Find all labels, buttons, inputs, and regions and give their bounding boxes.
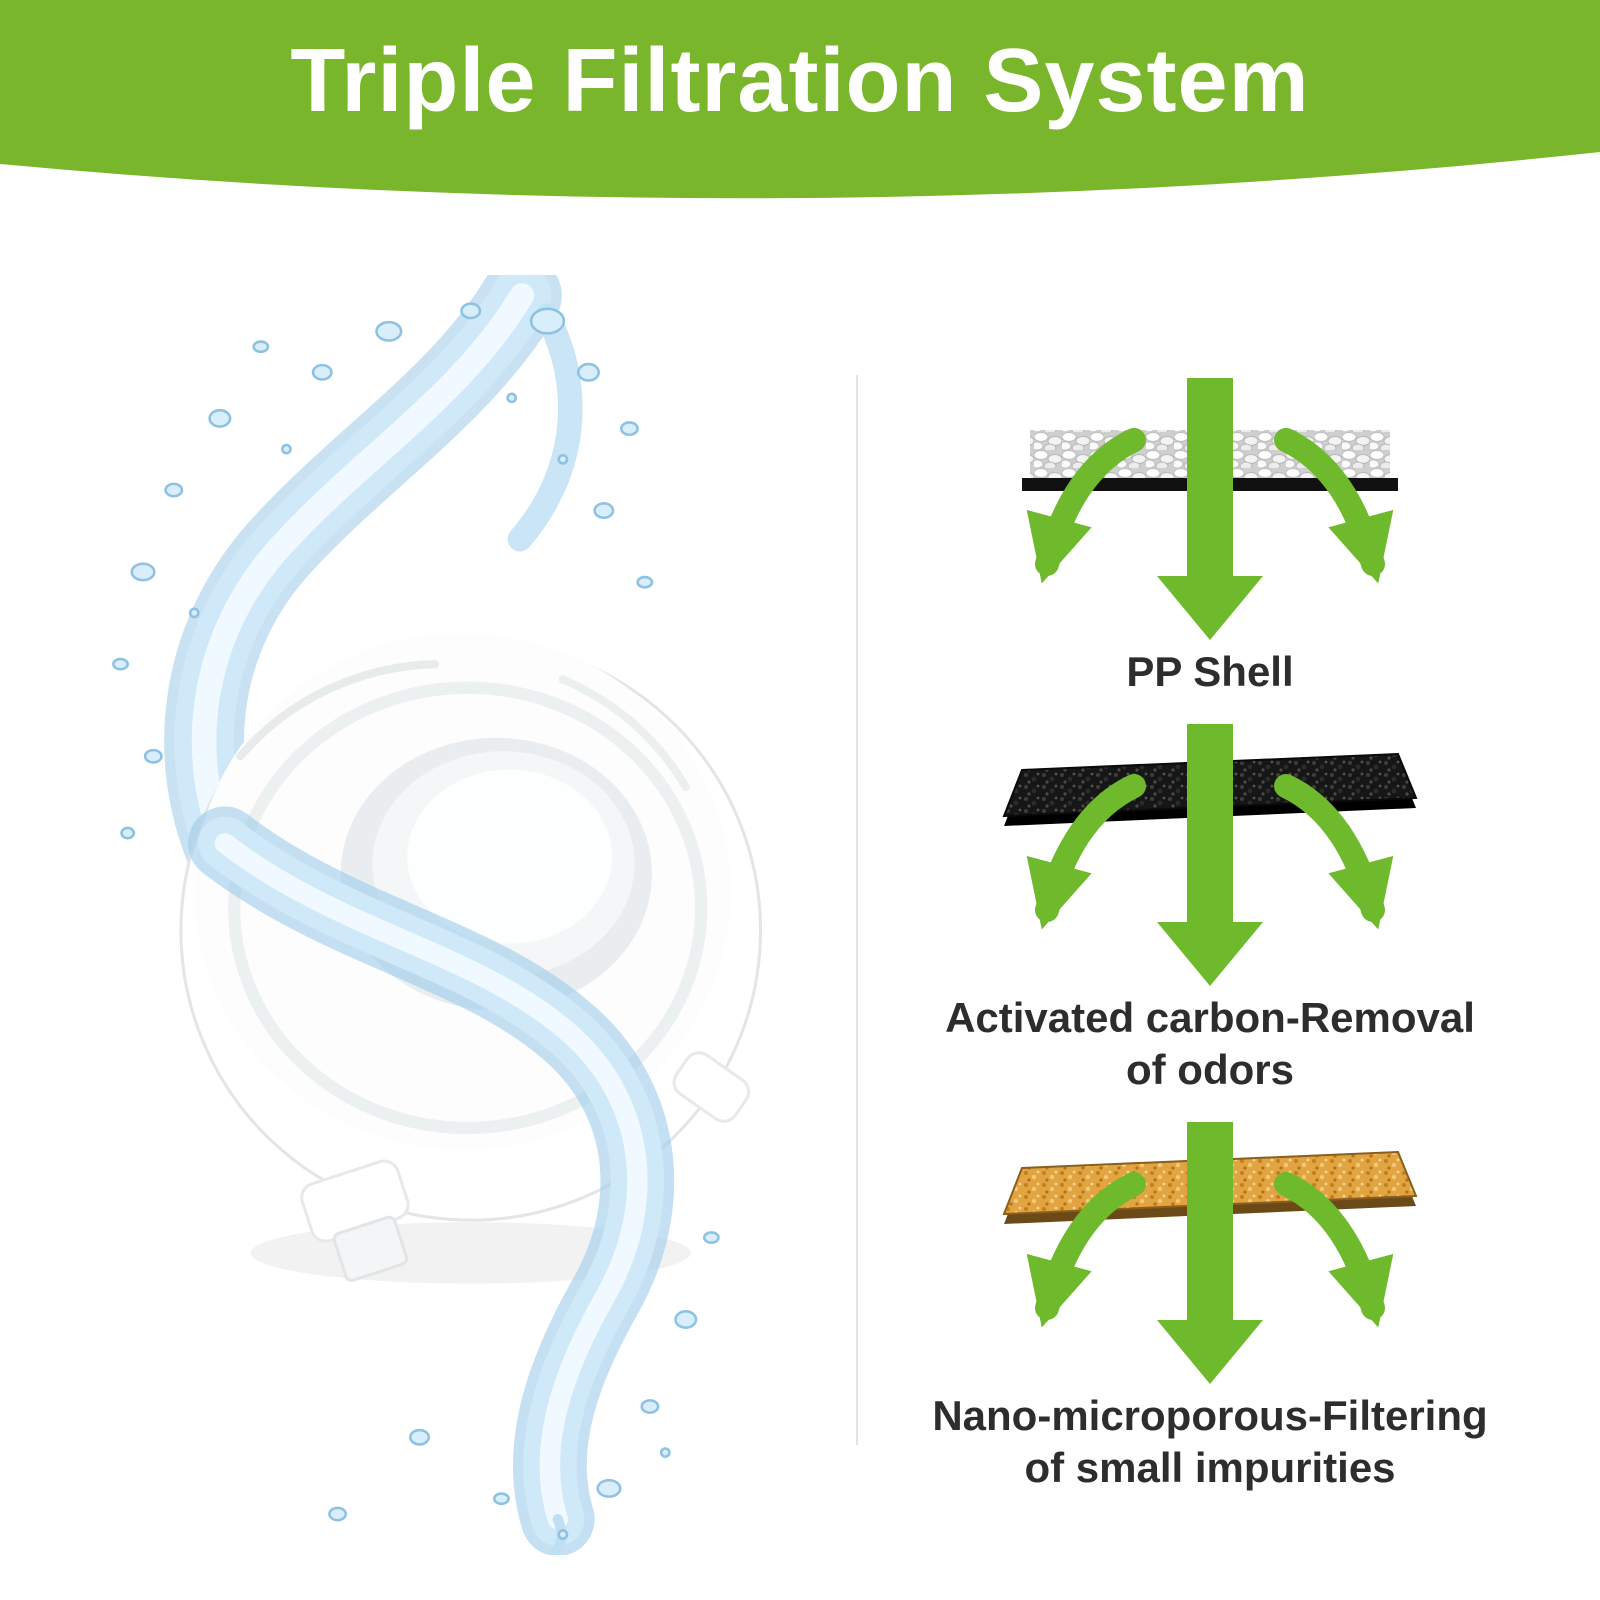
curved-arrow-left-icon bbox=[1026, 774, 1146, 930]
stage-label: Nano-microporous-Filtering of small impu… bbox=[932, 1392, 1488, 1492]
activated-carbon-layer-graphic bbox=[1002, 724, 1418, 987]
page-title: Triple Filtration System bbox=[290, 31, 1310, 131]
water-droplets bbox=[112, 302, 720, 1540]
stage-pp-shell: PP Shell bbox=[950, 378, 1470, 698]
stage-label: Activated carbon-Removal of odors bbox=[945, 994, 1475, 1094]
curved-arrow-left-icon bbox=[1026, 1172, 1146, 1328]
filtration-stages: PP Shell bbox=[880, 378, 1540, 1494]
divider-line bbox=[856, 375, 858, 1445]
curved-arrow-left-icon bbox=[1026, 428, 1146, 584]
stage-activated-carbon: Activated carbon-Removal of odors bbox=[945, 724, 1475, 1096]
down-arrow-icon bbox=[1187, 1122, 1233, 1329]
filter-cartridge-water-illustration bbox=[112, 275, 763, 1555]
stage-label: PP Shell bbox=[1126, 648, 1294, 695]
curved-arrow-right-icon bbox=[1274, 1172, 1394, 1328]
nano-microporous-layer-graphic bbox=[1002, 1122, 1418, 1385]
down-arrow-icon bbox=[1187, 378, 1233, 584]
header-banner bbox=[0, 0, 1600, 199]
curved-arrow-right-icon bbox=[1274, 428, 1394, 584]
curved-arrow-right-icon bbox=[1273, 774, 1394, 930]
stage-nano-microporous: Nano-microporous-Filtering of small impu… bbox=[932, 1122, 1488, 1494]
down-arrow-icon bbox=[1186, 724, 1233, 931]
water-splash-front bbox=[188, 806, 675, 1555]
pp-shell-layer-graphic bbox=[1022, 378, 1398, 640]
water-splash-back bbox=[164, 275, 583, 889]
